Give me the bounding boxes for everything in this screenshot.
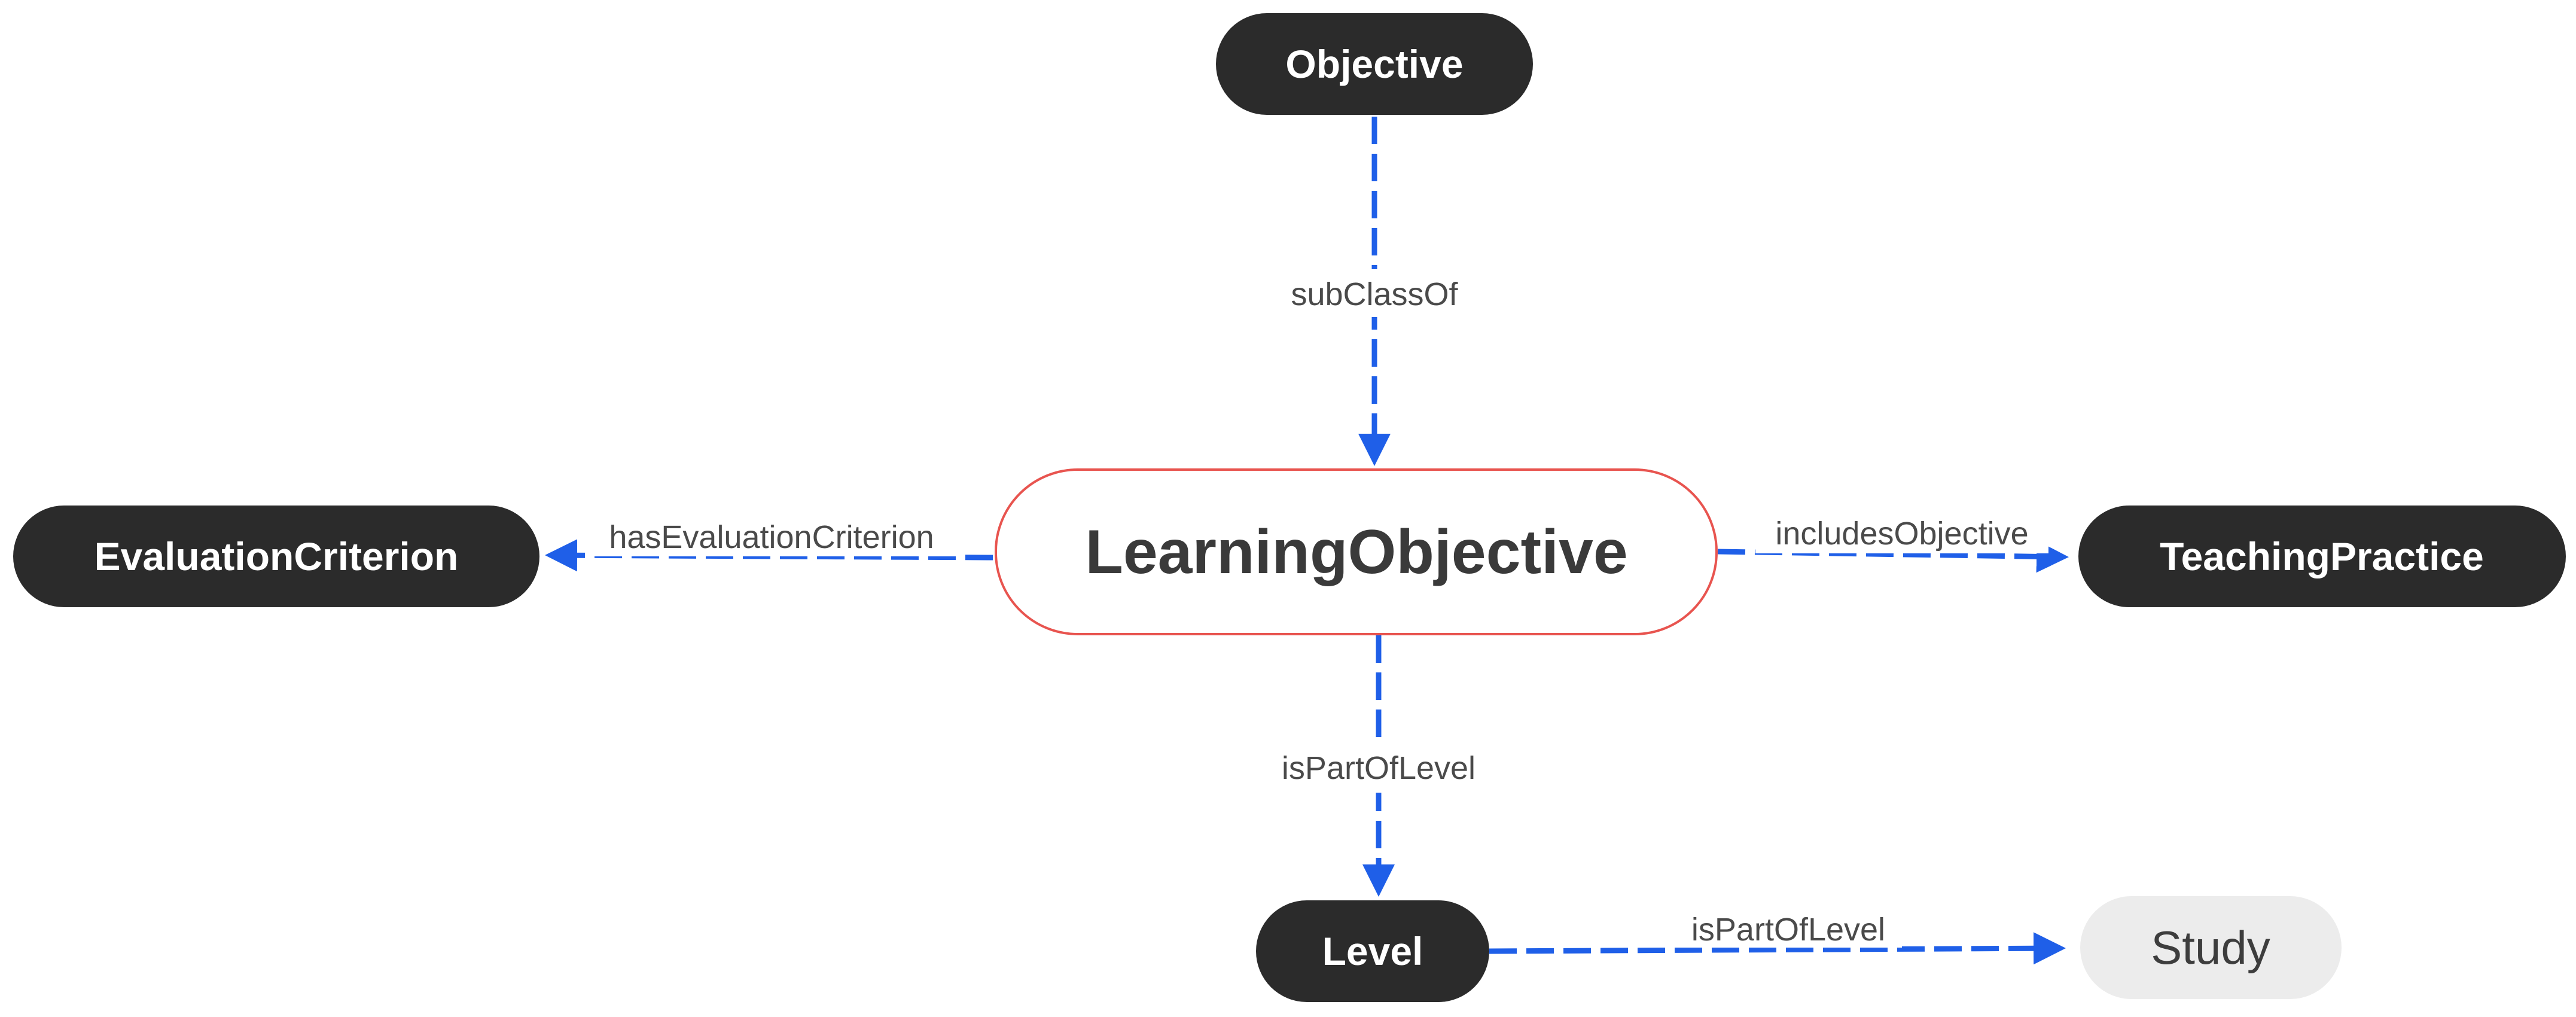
edge-label-includes-objective: includesObjective [1775,516,2028,552]
edge-label-has-evaluation-criterion: hasEvaluationCriterion [609,519,934,555]
node-label-objective: Objective [1285,42,1463,86]
node-level[interactable]: Level [1256,900,1489,1002]
edge-is-part-of-level: isPartOfLevel [1265,635,1492,897]
node-objective[interactable]: Objective [1216,13,1533,115]
node-teaching-practice[interactable]: TeachingPractice [2078,506,2566,607]
edge-subclass-of: subClassOf [1274,117,1475,466]
edge-label-subclass-of: subClassOf [1291,276,1458,312]
node-label-learning-objective: LearningObjective [1085,517,1627,587]
edge-label-is-part-of-level: isPartOfLevel [1282,750,1476,786]
node-label-study: Study [2151,921,2270,974]
node-label-teaching-practice: TeachingPractice [2160,534,2484,578]
edge-has-evaluation-criterion: hasEvaluationCriterion [545,514,993,572]
node-learning-objective[interactable]: LearningObjective [995,468,1718,635]
edge-label-is-part-of-level-study: isPartOfLevel [1691,912,1885,948]
node-label-evaluation-criterion: EvaluationCriterion [94,534,459,578]
node-label-level: Level [1322,929,1423,973]
node-study[interactable]: Study [2080,896,2342,999]
node-evaluation-criterion[interactable]: EvaluationCriterion [13,506,539,607]
edge-includes-objective: includesObjective [1717,511,2069,573]
edge-is-part-of-level-study: isPartOfLevel [1489,908,2066,965]
